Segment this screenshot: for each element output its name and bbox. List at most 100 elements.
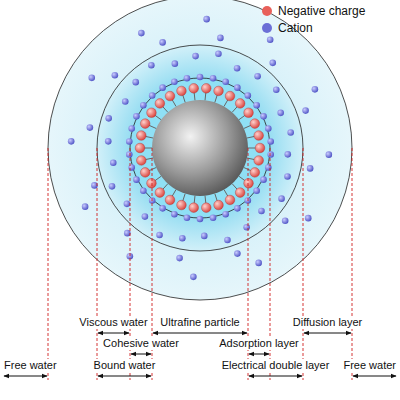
cation bbox=[284, 173, 291, 180]
cation bbox=[138, 30, 145, 37]
cation bbox=[159, 84, 166, 91]
cation bbox=[222, 78, 229, 85]
negative-charge bbox=[214, 200, 224, 210]
cation bbox=[260, 176, 267, 183]
cation bbox=[140, 187, 147, 194]
cation bbox=[210, 75, 217, 82]
cation bbox=[287, 129, 294, 136]
negative-charge bbox=[177, 200, 187, 210]
cation bbox=[253, 187, 260, 194]
cation bbox=[88, 75, 95, 82]
negative-charge bbox=[244, 178, 254, 188]
cation bbox=[128, 164, 135, 171]
cation bbox=[190, 274, 197, 281]
negative-charge bbox=[189, 203, 199, 213]
negative-charge bbox=[225, 91, 235, 101]
cation bbox=[234, 250, 241, 257]
cation bbox=[82, 203, 89, 210]
cation bbox=[234, 205, 241, 212]
legend-text: Cation bbox=[278, 21, 313, 35]
diffusion-boundary bbox=[97, 45, 303, 251]
negative-charge bbox=[250, 119, 260, 129]
negative-charge bbox=[254, 156, 264, 166]
free-water-boundary bbox=[48, 0, 352, 300]
cation bbox=[224, 237, 231, 244]
negative-charge bbox=[255, 143, 265, 153]
cation bbox=[273, 86, 280, 93]
cation bbox=[87, 124, 94, 131]
dimension-label: Free water bbox=[2, 359, 59, 372]
legend-swatch bbox=[262, 6, 272, 16]
cation bbox=[112, 72, 119, 79]
cation bbox=[126, 151, 133, 158]
cation bbox=[267, 138, 274, 145]
cation bbox=[171, 211, 178, 218]
cation bbox=[128, 125, 135, 132]
dimension-arrow bbox=[131, 354, 151, 355]
cation bbox=[278, 195, 285, 202]
negative-charge bbox=[177, 86, 187, 96]
cation bbox=[307, 165, 314, 172]
negative-charge bbox=[155, 99, 165, 109]
dimension-label: Adsorption layer bbox=[217, 337, 301, 350]
dimension-label: Viscous water bbox=[77, 316, 149, 329]
dimension-arrow bbox=[249, 376, 302, 377]
cation bbox=[258, 208, 265, 215]
cation bbox=[109, 183, 116, 190]
negative-charge bbox=[140, 168, 150, 178]
cation bbox=[253, 102, 260, 109]
cation bbox=[148, 62, 155, 69]
dimension-arrow bbox=[4, 376, 47, 377]
cation bbox=[265, 125, 272, 132]
cation bbox=[133, 113, 140, 120]
negative-charge bbox=[235, 188, 245, 198]
cation bbox=[68, 138, 75, 145]
negative-charge bbox=[155, 188, 165, 198]
dimension-label: Bound water bbox=[92, 359, 158, 372]
dimension-label: Diffusion layer bbox=[291, 316, 365, 329]
cation bbox=[124, 201, 131, 208]
cation bbox=[217, 35, 224, 42]
cation bbox=[234, 65, 241, 72]
negative-charge bbox=[135, 143, 145, 153]
cation bbox=[265, 164, 272, 171]
ultrafine-particle bbox=[152, 100, 248, 196]
cation bbox=[142, 213, 149, 220]
cation bbox=[149, 92, 156, 99]
dimension-arrow bbox=[153, 333, 247, 334]
negative-charge bbox=[225, 195, 235, 205]
negative-charge bbox=[201, 203, 211, 213]
cation bbox=[184, 214, 191, 221]
cation bbox=[140, 102, 147, 109]
dimension-arrow bbox=[98, 333, 129, 334]
cation bbox=[156, 232, 163, 239]
cation bbox=[122, 98, 129, 105]
negative-charge bbox=[235, 99, 245, 109]
cation bbox=[203, 16, 210, 23]
negative-charge bbox=[250, 168, 260, 178]
cation bbox=[312, 86, 319, 93]
adsorption-boundary bbox=[130, 78, 270, 218]
cation bbox=[197, 216, 204, 223]
guide-line bbox=[352, 148, 353, 380]
cation bbox=[172, 60, 179, 67]
negative-charge bbox=[165, 91, 175, 101]
cation bbox=[201, 233, 208, 240]
cation bbox=[110, 160, 117, 167]
cation bbox=[269, 60, 276, 67]
cation bbox=[210, 214, 217, 221]
dimension-arrow bbox=[98, 376, 151, 377]
guide-line bbox=[48, 148, 49, 380]
dimension-arrow bbox=[353, 376, 396, 377]
legend-swatch bbox=[262, 23, 272, 33]
legend-text: Negative charge bbox=[278, 4, 365, 18]
cation bbox=[132, 79, 139, 86]
cation bbox=[284, 151, 291, 158]
dimension-label: Ultrafine particle bbox=[158, 316, 241, 329]
cation bbox=[171, 78, 178, 85]
guide-line bbox=[303, 148, 304, 380]
cation bbox=[126, 138, 133, 145]
negative-charge bbox=[214, 86, 224, 96]
